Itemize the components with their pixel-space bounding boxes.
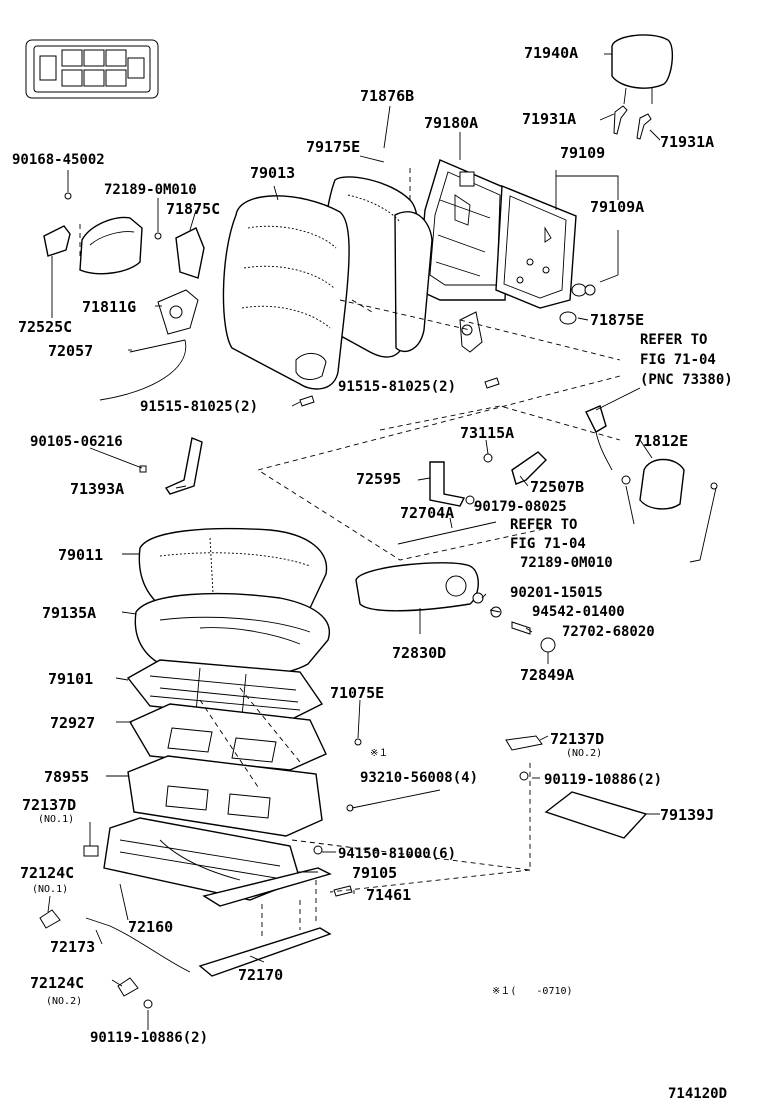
label-72704A: 72704A	[400, 504, 454, 522]
belt-buckle-drawing	[585, 405, 613, 471]
label-71875C: 71875C	[166, 200, 220, 218]
label-72170: 72170	[238, 966, 283, 984]
sub-note-no1-a: (NO.1)	[38, 814, 74, 825]
label-72124C: 72124C	[20, 864, 74, 882]
label-72189-0M010-b: 72189-0M010	[520, 555, 613, 571]
label-79109A: 79109A	[590, 198, 644, 216]
label-72702-68020: 72702-68020	[562, 624, 655, 640]
label-79109: 79109	[560, 144, 605, 162]
vehicle-locator-icon	[25, 39, 159, 99]
label-71812E: 71812E	[634, 432, 688, 450]
bracket-71875C-drawing	[175, 227, 205, 279]
label-79139J: 79139J	[660, 806, 714, 824]
label-94542-01400: 94542-01400	[532, 604, 625, 620]
seat-cushion-pad-drawing	[134, 592, 330, 678]
refer-note-2-line2: FIG 71-04	[510, 536, 586, 552]
label-79105: 79105	[352, 864, 397, 882]
headrest-drawing	[611, 34, 674, 140]
label-79135A: 79135A	[42, 604, 96, 622]
label-72849A: 72849A	[520, 666, 574, 684]
label-72189-0M010: 72189-0M010	[104, 182, 197, 198]
refer-note-2-line1: REFER TO	[510, 517, 577, 533]
seat-spring-drawing	[129, 703, 327, 771]
label-72830D: 72830D	[392, 644, 446, 662]
label-79175E: 79175E	[306, 138, 360, 156]
sub-note-mark-1: ※１	[370, 748, 388, 759]
cable-72704A-drawing	[397, 521, 497, 545]
label-90179-08025: 90179-08025	[474, 499, 567, 515]
label-91515-81025-a: 91515-81025(2)	[140, 399, 258, 415]
label-71393A: 71393A	[70, 480, 124, 498]
mat-79139J-drawing	[544, 791, 648, 839]
label-72057: 72057	[48, 342, 93, 360]
label-72160: 72160	[128, 918, 173, 936]
cover-71393A-drawing	[139, 437, 203, 495]
armrest-hardware-drawing	[472, 592, 556, 653]
label-90105-06216: 90105-06216	[30, 434, 123, 450]
label-71075E: 71075E	[330, 684, 384, 702]
label-91515-81025-b: 91515-81025(2)	[338, 379, 456, 395]
recliner-72057-drawing	[99, 289, 199, 401]
label-72137D-b: 72137D	[22, 796, 76, 814]
small-hardware-drawing	[143, 738, 529, 1009]
seatback-frame-drawing	[417, 159, 511, 353]
refer-note-1-line2: FIG 71-04	[640, 352, 716, 368]
screw-90168-drawing	[64, 192, 72, 200]
sub-note-no2-b: (NO.2)	[46, 996, 82, 1007]
cover-71812E-drawing	[621, 458, 718, 510]
label-73115A: 73115A	[460, 424, 514, 442]
cover-72124C-drawing	[39, 909, 139, 997]
seatback-cover-drawing	[222, 195, 350, 390]
label-71940A: 71940A	[524, 44, 578, 62]
lever-72525C-drawing	[43, 225, 71, 257]
leader-lines	[47, 53, 717, 1030]
label-79180A: 79180A	[424, 114, 478, 132]
label-71931A-2: 71931A	[660, 133, 714, 151]
label-90168-45002: 90168-45002	[12, 152, 105, 168]
seatback-pad-drawing	[322, 176, 433, 358]
label-71876B: 71876B	[360, 87, 414, 105]
label-93210-56008: 93210-56008(4)	[360, 770, 478, 786]
label-72507B: 72507B	[530, 478, 584, 496]
refer-note-1-line1: REFER TO	[640, 332, 707, 348]
seatback-board-drawing	[495, 184, 577, 309]
part-labels: 71940A 71931A 71931A 79109 79109A 71875E…	[12, 44, 733, 1102]
figure-id: 714120D	[668, 1086, 727, 1102]
label-72173: 72173	[50, 938, 95, 956]
bolt-91515-drawing	[299, 377, 500, 407]
label-71931A: 71931A	[522, 110, 576, 128]
cover-72137D-drawing	[83, 735, 543, 857]
label-71875E: 71875E	[590, 311, 644, 329]
bracket-72595-drawing	[429, 461, 475, 507]
hook-71875E-drawing	[559, 311, 577, 325]
label-72927: 72927	[50, 714, 95, 732]
sub-note-no1-b: (NO.1)	[32, 884, 68, 895]
label-79011: 79011	[58, 546, 103, 564]
label-90201-15015: 90201-15015	[510, 585, 603, 601]
label-90119-10886: 90119-10886(2)	[544, 772, 662, 788]
label-72137D: 72137D	[550, 730, 604, 748]
label-90119-10886-b: 90119-10886(2)	[90, 1030, 208, 1046]
label-72124C-b: 72124C	[30, 974, 84, 992]
sub-note-no2-a: (NO.2)	[566, 748, 602, 759]
screw-72189-drawing	[154, 232, 162, 240]
label-71461: 71461	[366, 886, 411, 904]
refer-note-1-line3: (PNC 73380)	[640, 372, 733, 388]
label-72595: 72595	[356, 470, 401, 488]
label-78955: 78955	[44, 768, 89, 786]
label-72525C: 72525C	[18, 318, 72, 336]
footnote: ※１( -0710)	[492, 986, 573, 997]
seat-adjuster-drawing	[85, 817, 353, 977]
cushion-frame-drawing	[127, 755, 323, 837]
label-79101: 79101	[48, 670, 93, 688]
armrest-drawing	[355, 562, 479, 612]
clip-79109A-drawing	[571, 283, 596, 297]
recliner-cover-71811G-drawing	[79, 216, 143, 275]
label-71811G: 71811G	[82, 298, 136, 316]
label-79013: 79013	[250, 164, 295, 182]
label-94150-81000: 94150-81000(6)	[338, 846, 456, 862]
